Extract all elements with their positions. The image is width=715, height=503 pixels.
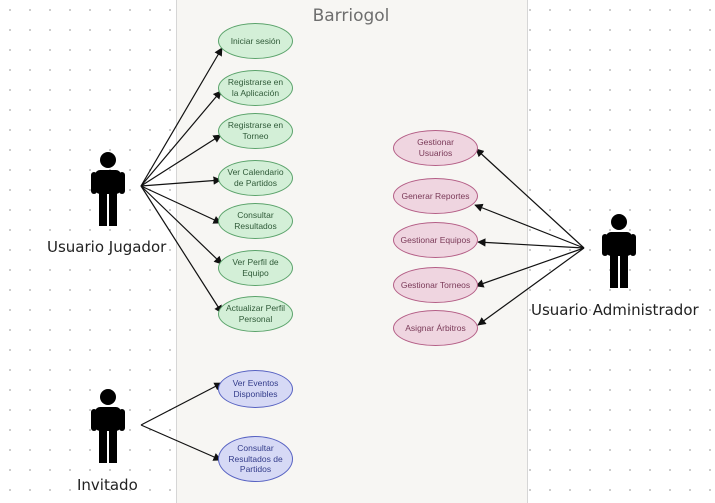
usecase-asignar-arbitros[interactable]: Asignar Árbitros	[393, 310, 478, 346]
usecase-registrarse-torneo[interactable]: Registrarse en Torneo	[218, 113, 293, 149]
association-arrow-admin-4	[477, 247, 585, 326]
stick-figure-icon	[602, 214, 636, 288]
actor-usuario-administrador[interactable]	[601, 212, 637, 288]
usecase-ver-calendario[interactable]: Ver Calendario de Partidos	[218, 160, 293, 196]
stick-figure-icon	[91, 152, 125, 226]
association-arrow-jugador-2	[140, 134, 222, 187]
association-arrow-invitado-0	[140, 382, 223, 426]
association-arrow-jugador-6	[140, 185, 223, 314]
stick-figure-icon	[91, 389, 125, 463]
usecase-ver-eventos[interactable]: Ver Eventos Disponibles	[218, 370, 293, 408]
association-arrow-admin-2	[477, 238, 585, 249]
usecase-gestionar-torneos[interactable]: Gestionar Torneos	[393, 267, 478, 303]
actor-label-admin: Usuario Administrador	[531, 301, 699, 319]
association-arrow-jugador-4	[140, 185, 222, 224]
association-arrow-admin-3	[475, 247, 585, 288]
actor-usuario-jugador[interactable]	[90, 150, 126, 226]
association-arrow-invitado-1	[140, 424, 222, 461]
usecase-iniciar-sesion[interactable]: Iniciar sesión	[218, 23, 293, 59]
usecase-consultar-resultados[interactable]: Consultar Resultados	[218, 203, 293, 239]
usecase-actualizar-perfil[interactable]: Actualizar Perfil Personal	[218, 296, 293, 332]
actor-label-invitado: Invitado	[77, 476, 138, 494]
association-arrow-jugador-0	[140, 47, 223, 187]
association-arrow-jugador-5	[140, 185, 223, 265]
usecase-gestionar-usuarios[interactable]: Gestionar Usuarios	[393, 130, 478, 166]
actor-invitado[interactable]	[90, 387, 126, 463]
usecase-gestionar-equipos[interactable]: Gestionar Equipos	[393, 222, 478, 258]
usecase-generar-reportes[interactable]: Generar Reportes	[393, 178, 478, 214]
association-arrow-jugador-1	[140, 90, 222, 187]
usecase-consultar-resultados-partidos[interactable]: Consultar Resultados de Partidos	[218, 436, 293, 482]
usecase-ver-perfil-equipo[interactable]: Ver Perfil de Equipo	[218, 250, 293, 286]
association-arrow-admin-0	[475, 148, 585, 249]
association-arrow-jugador-3	[140, 176, 222, 187]
usecase-registrarse-aplicacion[interactable]: Registrarse en la Aplicación	[218, 70, 293, 106]
actor-label-jugador: Usuario Jugador	[47, 238, 167, 256]
association-arrow-admin-1	[474, 203, 585, 249]
system-title: Barriogol	[312, 6, 390, 26]
